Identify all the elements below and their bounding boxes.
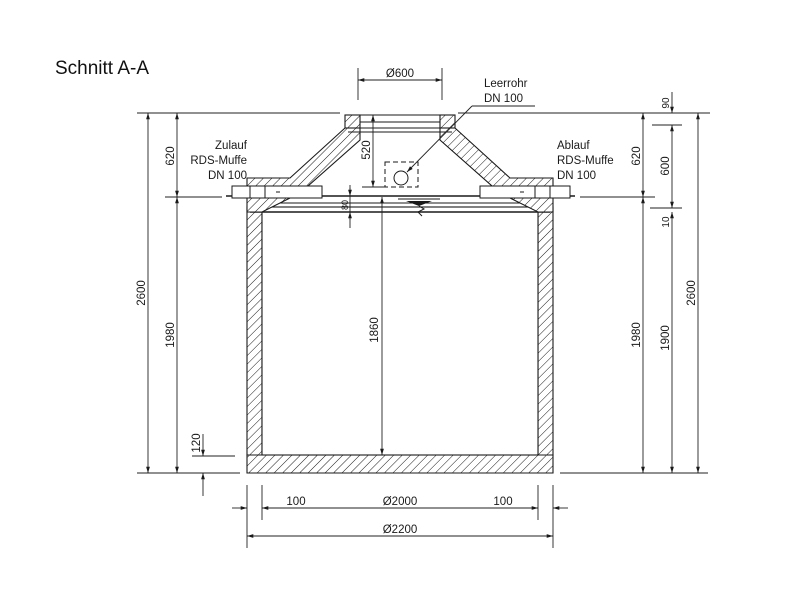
tank-body xyxy=(246,206,554,474)
svg-text:2600: 2600 xyxy=(136,280,148,306)
svg-text:1980: 1980 xyxy=(631,322,643,348)
drawing-title: Schnitt A-A xyxy=(55,58,149,79)
svg-text:100: 100 xyxy=(286,496,305,508)
outlet-label: Ablauf RDS-Muffe DN 100 xyxy=(557,140,614,182)
svg-text:1980: 1980 xyxy=(165,322,177,348)
outlet-pipe xyxy=(479,185,571,199)
svg-text:DN 100: DN 100 xyxy=(208,170,247,182)
svg-text:520: 520 xyxy=(361,140,373,159)
dim-bottom: 100 Ø2000 100 Ø2200 xyxy=(232,485,568,548)
svg-text:DN 100: DN 100 xyxy=(484,93,523,105)
svg-text:2600: 2600 xyxy=(686,280,698,306)
svg-text:Ø600: Ø600 xyxy=(386,68,414,80)
svg-text:Ø2200: Ø2200 xyxy=(383,524,418,536)
inlet-pipe xyxy=(231,185,323,199)
svg-text:Ablauf: Ablauf xyxy=(557,140,590,152)
svg-text:80: 80 xyxy=(340,200,350,210)
water-level-symbol xyxy=(398,198,440,217)
inlet-label: Zulauf RDS-Muffe DN 100 xyxy=(190,140,247,182)
conduit-symbol xyxy=(384,105,535,188)
svg-text:Ø2000: Ø2000 xyxy=(383,496,418,508)
svg-text:RDS-Muffe: RDS-Muffe xyxy=(190,155,247,167)
dim-top-opening: Ø600 xyxy=(357,68,443,100)
svg-text:Zulauf: Zulauf xyxy=(215,140,248,152)
svg-text:1900: 1900 xyxy=(660,325,672,351)
svg-text:10: 10 xyxy=(661,216,672,228)
svg-text:120: 120 xyxy=(191,433,203,452)
dim-right: 620 1980 90 600 10 1900 2600 xyxy=(458,92,710,474)
svg-text:1860: 1860 xyxy=(369,317,381,343)
svg-text:DN 100: DN 100 xyxy=(557,170,596,182)
svg-text:RDS-Muffe: RDS-Muffe xyxy=(557,155,614,167)
svg-text:620: 620 xyxy=(165,146,177,165)
dim-left: 2600 620 1980 120 xyxy=(136,112,340,496)
svg-text:90: 90 xyxy=(661,97,672,109)
svg-text:100: 100 xyxy=(493,496,512,508)
conduit-label: Leerrohr DN 100 xyxy=(484,78,528,105)
dim-cone-center: 520 xyxy=(361,115,385,188)
svg-text:620: 620 xyxy=(631,146,643,165)
svg-text:600: 600 xyxy=(660,156,672,175)
dim-cover-gap: 80 xyxy=(340,185,352,228)
svg-text:Leerrohr: Leerrohr xyxy=(484,78,528,90)
dim-inner-height: 1860 xyxy=(369,197,384,455)
